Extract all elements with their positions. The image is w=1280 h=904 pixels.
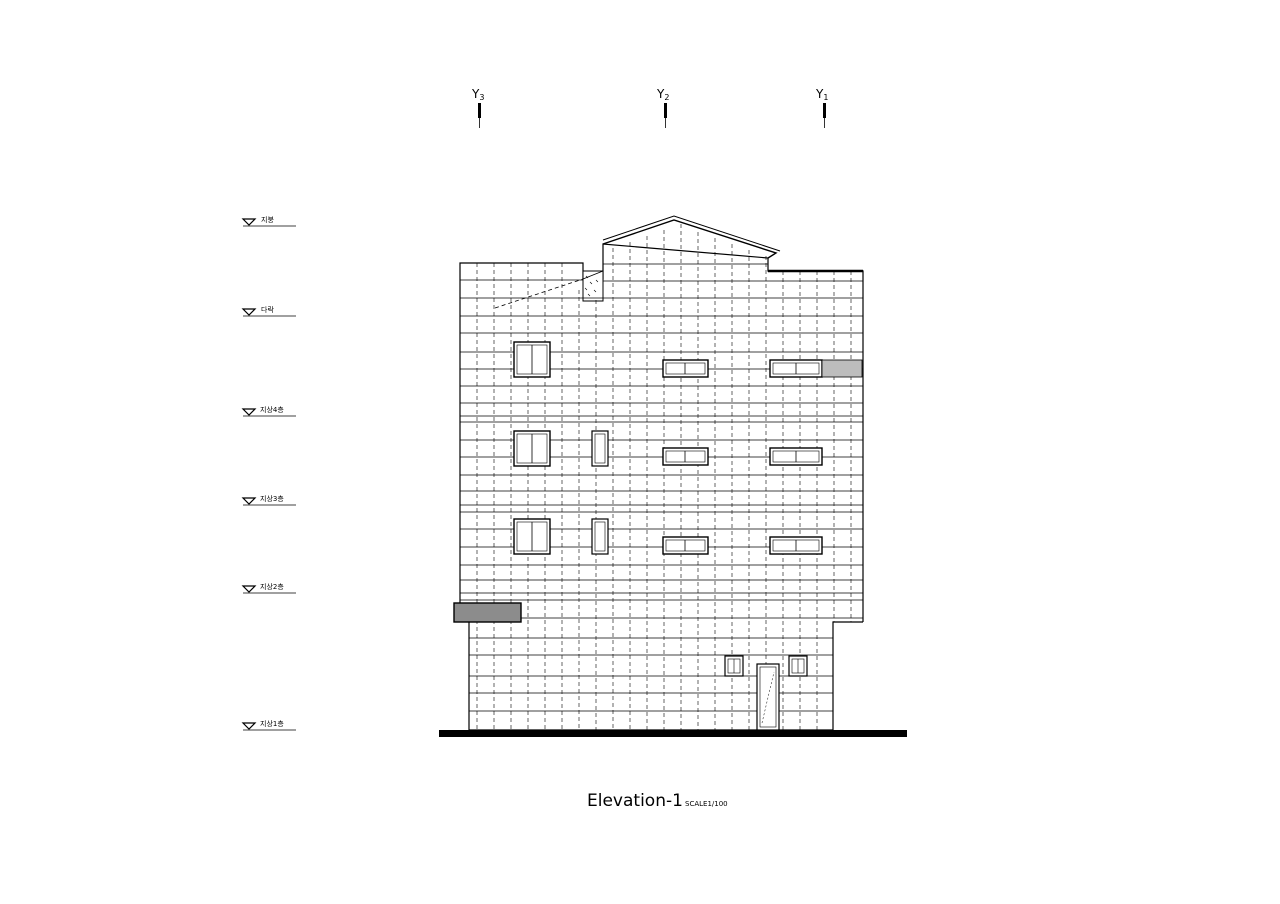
level-marker-4f: 지상4층 (241, 405, 296, 417)
level-marker-3f: 지상3층 (241, 494, 296, 506)
level-label: 지상1층 (260, 719, 284, 728)
grid-axis-label: Y1 (815, 87, 828, 102)
drawing-title: Elevation-1 (587, 791, 683, 811)
window-small-1f-left (724, 655, 744, 677)
window-narrow-3f (591, 430, 609, 467)
grid-axis-y2: Y2 (656, 87, 669, 128)
level-marker-roof: 지붕 (241, 215, 296, 227)
ground-line (439, 730, 907, 737)
window-strip-center-3f (662, 447, 709, 466)
window-strip-right-4f (769, 359, 823, 378)
drawing-scale: SCALE1/100 (685, 800, 728, 808)
gable-roof (602, 219, 778, 259)
level-label: 지상2층 (260, 582, 284, 591)
roof-vent (582, 270, 604, 302)
level-label: 지붕 (261, 215, 274, 224)
level-marker-attic: 다락 (241, 305, 296, 317)
window-large-3f (513, 430, 551, 467)
grid-axis-label: Y2 (656, 87, 669, 102)
window-strip-center-2f (662, 536, 709, 555)
siding-vertical-joints (476, 224, 852, 730)
window-narrow-2f (591, 518, 609, 555)
level-label: 지상4층 (260, 405, 284, 414)
building-elevation (439, 215, 907, 737)
window-large-4f (513, 341, 551, 378)
level-marker-1f: 지상1층 (241, 719, 296, 731)
level-label: 지상3층 (260, 494, 284, 503)
grid-axis-label: Y3 (471, 87, 484, 102)
window-strip-center-4f (662, 359, 709, 378)
entrance-door (756, 663, 780, 731)
level-label: 다락 (261, 305, 274, 314)
grid-axis-y3: Y3 (471, 87, 484, 128)
side-panel-4f (821, 359, 863, 378)
window-large-2f (513, 518, 551, 555)
window-small-1f-right (788, 655, 808, 677)
level-marker-2f: 지상2층 (241, 582, 296, 594)
canopy-panel (453, 602, 522, 623)
grid-axis-y1: Y1 (815, 87, 828, 128)
lower-block-outline (468, 621, 863, 731)
window-strip-right-3f (769, 447, 823, 466)
window-strip-right-2f (769, 536, 823, 555)
